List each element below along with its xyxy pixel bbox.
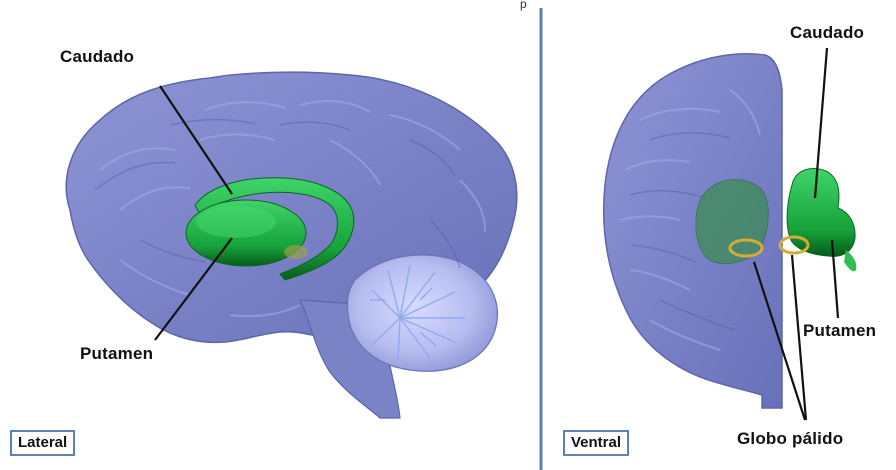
- view-label-lateral: Lateral: [10, 430, 75, 456]
- label-putamen-lateral: Putamen: [80, 345, 153, 362]
- coronal-hemisphere-icon: [604, 48, 857, 420]
- view-label-ventral: Ventral: [563, 430, 629, 456]
- page-number: p: [520, 0, 527, 10]
- label-caudado-lateral: Caudado: [60, 48, 134, 65]
- sagittal-brain-icon: [66, 72, 517, 418]
- label-putamen-ventral: Putamen: [803, 322, 876, 339]
- label-caudado-ventral: Caudado: [790, 24, 864, 41]
- label-globo-palido: Globo pálido: [737, 430, 843, 447]
